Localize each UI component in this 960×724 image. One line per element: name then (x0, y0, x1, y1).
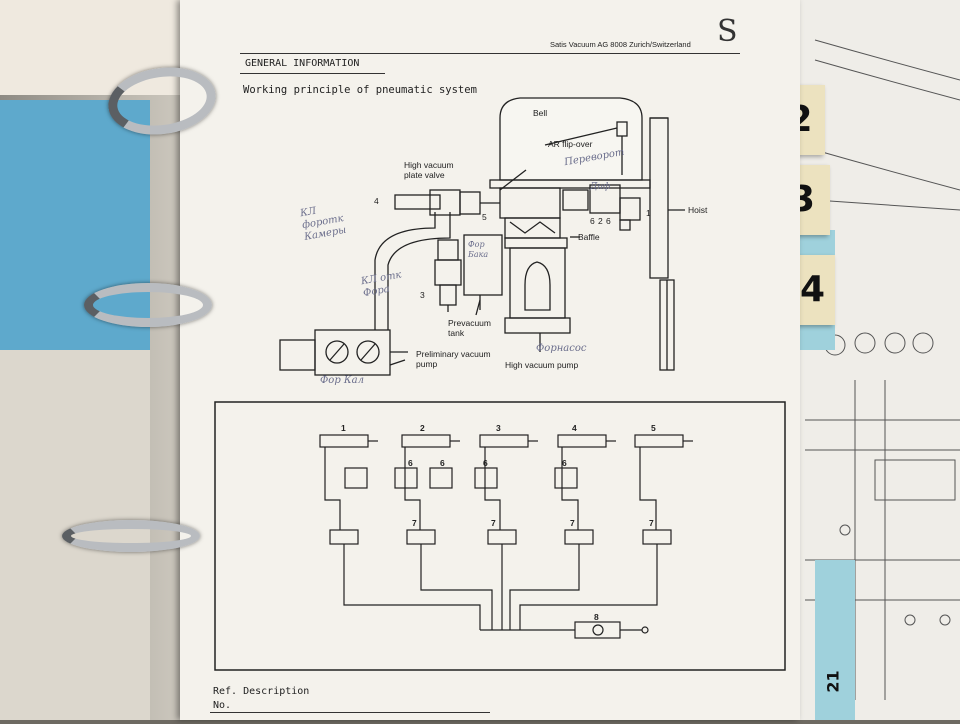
label-n5: 5 (482, 212, 487, 222)
valve7-label-b: 7 (491, 518, 496, 528)
label-bell: Bell (533, 108, 548, 118)
label-n1: 1 (646, 208, 651, 218)
pneumatic-system-diagram (214, 97, 786, 671)
label-n4: 4 (374, 196, 379, 206)
cylinder-4-label: 4 (572, 423, 577, 433)
label-ar-flip: AR flip-over (548, 139, 593, 149)
valve7-label-d: 7 (649, 518, 654, 528)
label-n2: 2 (598, 216, 603, 226)
handwriting-4: Форнасос (536, 343, 587, 354)
cylinder-1-label: 1 (341, 423, 346, 433)
satis-logo: S (717, 14, 738, 49)
handwriting-7: Фор Кал (320, 375, 364, 386)
label-hv-pump: High vacuum pump (505, 360, 579, 370)
header-rule (240, 53, 740, 54)
rotated-page-number: 21 (823, 670, 843, 693)
cylinder-3-label: 3 (496, 423, 501, 433)
document-page (180, 0, 800, 720)
cylinder-2-label: 2 (420, 423, 425, 433)
valve6-label-a: 6 (408, 458, 413, 468)
handwriting-3: Фор Бака (468, 240, 489, 259)
label-hoist: Hoist (688, 205, 708, 215)
binder-ring-middle (84, 283, 212, 327)
footer-no: No. (213, 700, 232, 711)
cylinder-5-label: 5 (651, 423, 656, 433)
ref-description: Ref. Description (213, 686, 310, 697)
valve7-label-a: 7 (412, 518, 417, 528)
company-line: Satis Vacuum AG 8008 Zurich/Switzerland (550, 40, 691, 49)
blue-strip-bottom (815, 560, 855, 720)
valve6-label-b: 6 (440, 458, 445, 468)
label-n6a: 6 (590, 216, 595, 226)
unit-8-label: 8 (594, 612, 599, 622)
binder-ring-bottom (62, 520, 200, 552)
valve7-label-c: 7 (570, 518, 575, 528)
engineering-drawing (805, 39, 960, 700)
label-prevac-tank: Prevacuum tank (448, 318, 491, 338)
label-baffle: Baffle (578, 232, 600, 242)
section-title: GENERAL INFORMATION (245, 58, 360, 69)
label-prelim-pump: Preliminary vacuum pump (416, 349, 491, 369)
title-underline (240, 73, 385, 74)
label-n6b: 6 (606, 216, 611, 226)
valve6-label-d: 6 (562, 458, 567, 468)
valve6-label-c: 6 (483, 458, 488, 468)
footer-rule (210, 712, 490, 713)
label-n3: 3 (420, 290, 425, 300)
label-hv-valve: High vacuum plate valve (404, 160, 454, 180)
handwriting-6: Диф (590, 182, 611, 192)
left-page-top (0, 0, 180, 95)
subtitle: Working principle of pneumatic system (243, 84, 477, 96)
